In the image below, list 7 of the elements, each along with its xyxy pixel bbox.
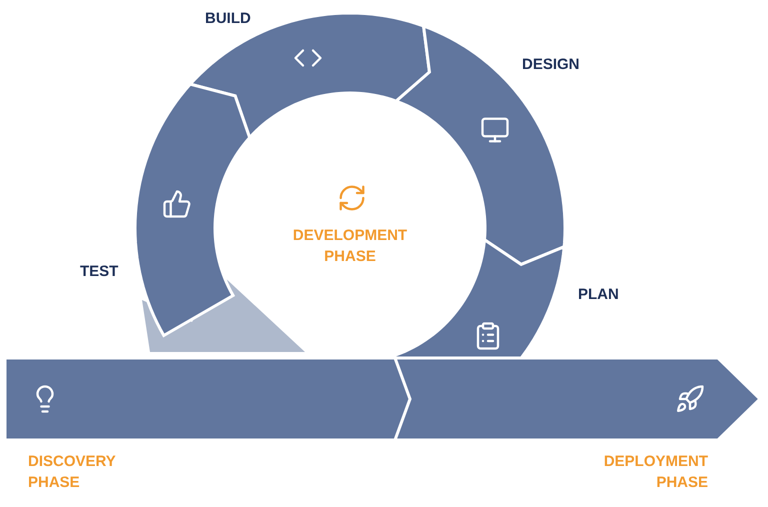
- phase-label: DEVELOPMENT PHASE: [292, 226, 408, 267]
- step-label: TEST: [80, 262, 120, 282]
- step-label: PLAN: [578, 285, 620, 305]
- step-label: DESIGN: [522, 55, 581, 75]
- phase-label: DISCOVERY PHASE: [28, 452, 117, 493]
- step-label: BUILD: [205, 9, 252, 29]
- phase-label: DEPLOYMENT PHASE: [602, 452, 708, 493]
